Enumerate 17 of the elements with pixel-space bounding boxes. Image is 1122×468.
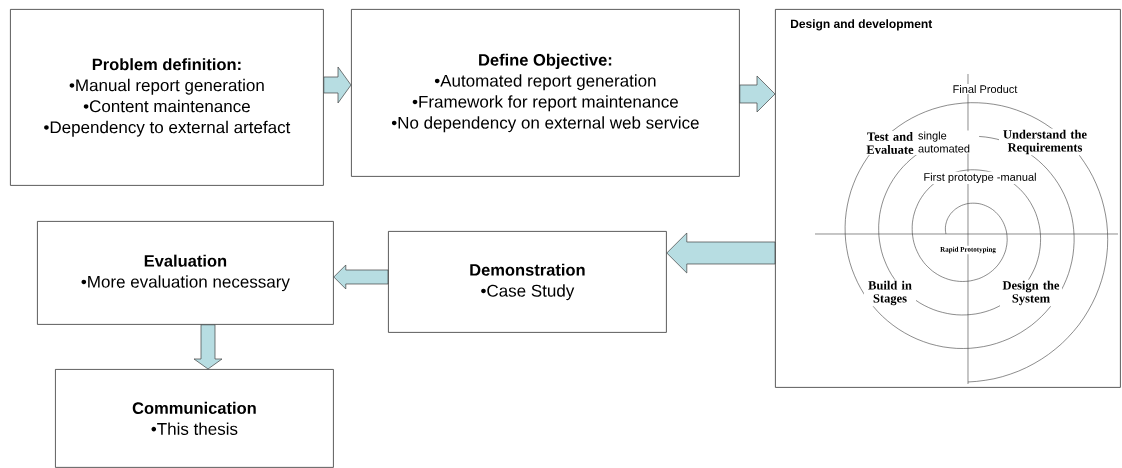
- block-arrow: [323, 66, 352, 104]
- spiral-label: Design the System: [1000, 279, 1062, 307]
- block-arrow: [739, 75, 776, 113]
- spiral-label: single automated: [917, 130, 979, 154]
- process-box: Problem definition: •Manual report generation •Content maintenance •Dependency to external artefact: [10, 9, 324, 186]
- spiral-label: Test and Evaluate: [861, 131, 919, 155]
- block-arrow: [193, 324, 223, 370]
- spiral-label: Understand the Requirements: [999, 128, 1091, 156]
- process-box: Demonstration •Case Study: [388, 231, 667, 333]
- spiral-label: Final Product: [951, 83, 1019, 95]
- process-box: Evaluation •More evaluation necessary: [37, 221, 334, 325]
- block-arrow: [666, 232, 776, 274]
- spiral-label: First prototype -manual: [922, 171, 1038, 185]
- process-box: Define Objective: •Automated report generation •Framework for report maintenance •No dependency on external web service: [351, 9, 740, 177]
- spiral-label: Build in Stages: [864, 279, 916, 307]
- process-box: Communication •This thesis: [55, 369, 334, 468]
- block-arrow: [333, 264, 389, 290]
